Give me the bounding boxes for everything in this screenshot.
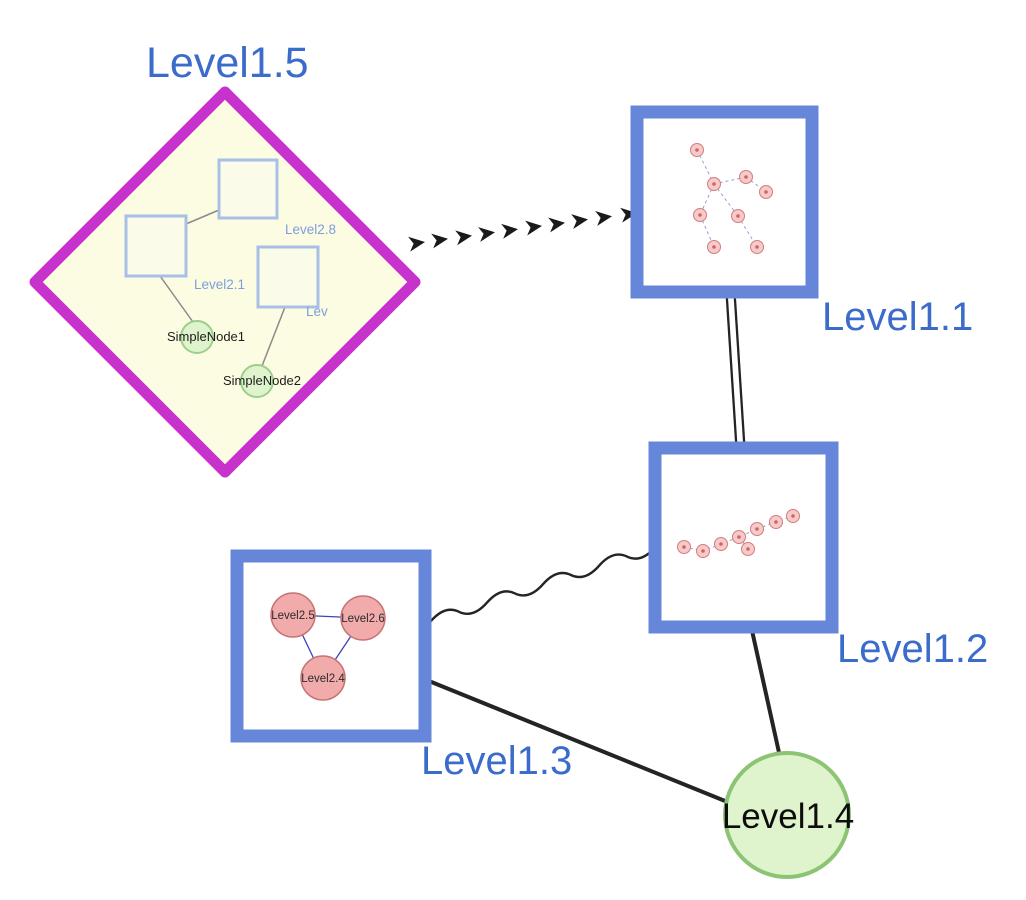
mini-node [769, 515, 783, 529]
edge-level1-1-level1-2-double[interactable] [725, 291, 746, 449]
node-level1-3[interactable] [230, 549, 432, 743]
child-label-level2-5: Level2.5 [271, 610, 314, 622]
mini-node [696, 544, 710, 558]
node-level1-4[interactable] [723, 751, 851, 879]
mini-node [693, 208, 707, 222]
child-label-level2-8: Level2.8 [285, 222, 336, 237]
level1-3-subgraph: Level2.5 Level2.6 Level2.4 [270, 592, 386, 701]
arrow-dash-icon [595, 208, 614, 226]
mini-node [707, 177, 721, 191]
label-level1-1: Level1.1 [822, 295, 973, 339]
label-level1-5: Level1.5 [146, 39, 309, 87]
arrow-dash-icon [548, 215, 567, 233]
child-label-simplenode1: SimpleNode1 [167, 329, 245, 344]
mini-node [786, 509, 800, 523]
child-node-level2-5[interactable] [270, 592, 316, 638]
child-node-level2-4[interactable] [300, 655, 346, 701]
arrow-dash-icon [525, 218, 544, 236]
node-level1-5-diamond[interactable] [29, 86, 421, 478]
edge-level1-3-level1-2-wavy[interactable] [429, 546, 657, 623]
arrow-dash-icon [571, 211, 590, 230]
arrow-dash-icon [501, 221, 520, 239]
mini-node [690, 143, 704, 157]
edge-level1-2-level1-4[interactable] [749, 624, 782, 759]
child-node-level2-clipped[interactable] [256, 245, 320, 309]
arrow-dash-icon [408, 234, 427, 252]
child-label-simplenode2: SimpleNode2 [223, 373, 301, 388]
level1-1-subgraph-edges [696, 149, 767, 248]
child-label-level2-6: Level2.6 [341, 613, 384, 625]
level1-1-subgraph [690, 143, 773, 254]
child-node-simplenode2[interactable] [240, 364, 274, 398]
mini-node [750, 240, 764, 254]
edge-level1-5-to-level1-1[interactable] [408, 205, 639, 252]
double-edge-line [733, 291, 746, 449]
mini-node [677, 540, 691, 554]
arrow-dash-icon [431, 231, 450, 249]
label-level1-3: Level1.3 [421, 739, 572, 783]
edge-level2-1-simplenode1[interactable] [159, 275, 194, 323]
child-node-level2-8[interactable] [217, 158, 279, 220]
level1-2-subgraph [677, 509, 800, 558]
edge-level1-3-level1-4[interactable] [422, 677, 732, 805]
mini-node [741, 542, 755, 556]
child-node-level2-1[interactable] [124, 214, 188, 278]
child-node-simplenode1[interactable] [180, 320, 214, 354]
child-node-level2-6[interactable] [340, 595, 386, 641]
mini-node [759, 185, 773, 199]
edge-lev-simplenode2[interactable] [261, 306, 286, 367]
mini-node [732, 530, 746, 544]
label-level1-2: Level1.2 [837, 627, 988, 671]
child-label-level2-1: Level2.1 [194, 277, 245, 292]
node-level1-1[interactable] [630, 105, 819, 299]
mini-node [707, 240, 721, 254]
mini-node [750, 522, 764, 536]
label-level1-4: Level1.4 [722, 797, 854, 836]
child-label-level2-4: Level2.4 [301, 673, 345, 685]
arrow-dash-icon [455, 228, 474, 246]
mini-node [739, 170, 753, 184]
edge-level2-8-level2-1[interactable] [185, 209, 220, 225]
child-label-level2-clipped: Lev [306, 304, 328, 319]
double-edge-line [725, 291, 738, 449]
arrow-dash-icon [478, 224, 497, 242]
mini-node [731, 209, 745, 223]
mini-node [714, 537, 728, 551]
